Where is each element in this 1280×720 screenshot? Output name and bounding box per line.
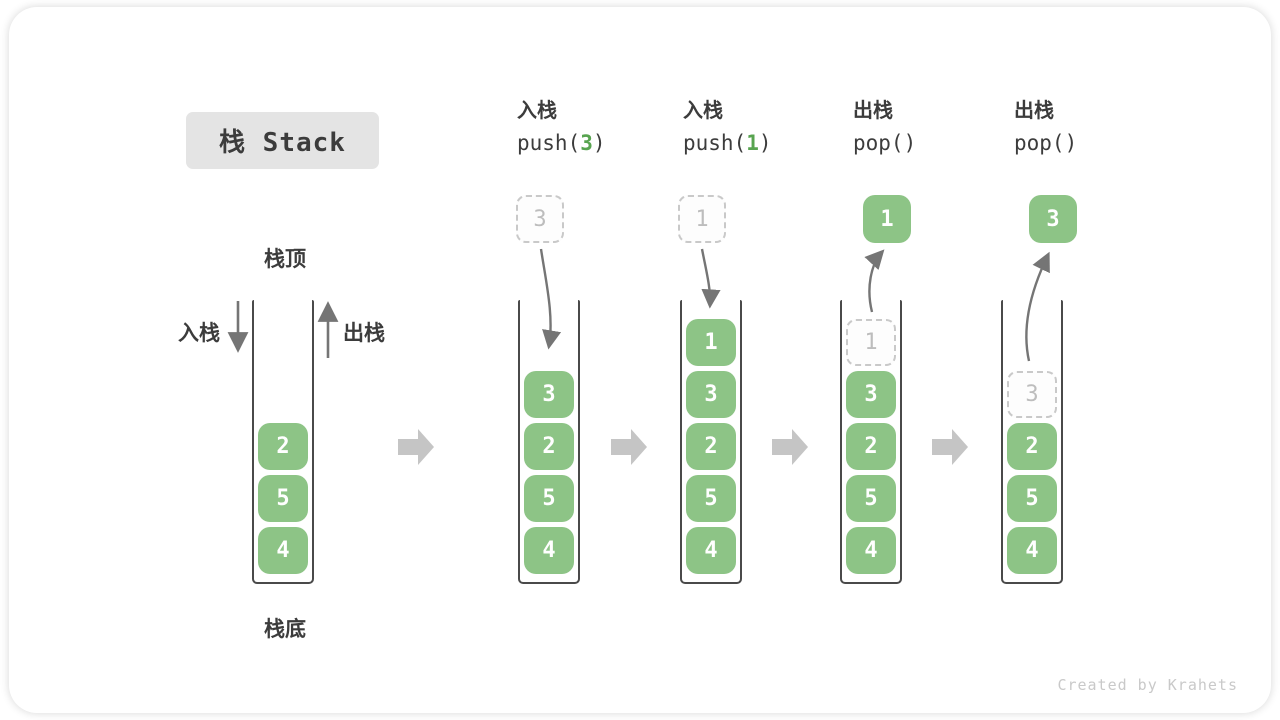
stack-item: 2 <box>1007 423 1057 470</box>
stack-item: 3 <box>524 371 574 418</box>
stack-item: 5 <box>258 475 308 522</box>
transition-arrow-icon <box>772 429 808 465</box>
popped-item: 1 <box>863 195 911 243</box>
stack-item-popped-ghost: 1 <box>846 319 896 366</box>
stack-item: 1 <box>686 319 736 366</box>
diagram-title: 栈 Stack <box>186 112 379 169</box>
stack-item: 3 <box>686 371 736 418</box>
stack-item: 5 <box>524 475 574 522</box>
stack-item: 5 <box>1007 475 1057 522</box>
stack-item: 3 <box>846 371 896 418</box>
stack-item: 2 <box>686 423 736 470</box>
stack-item: 4 <box>846 527 896 574</box>
code-text: ) <box>758 131 772 155</box>
code-text: ) <box>592 131 606 155</box>
stack-container-after-push-3 <box>518 300 580 584</box>
stack-item: 5 <box>686 475 736 522</box>
stack-top-label: 栈顶 <box>264 248 306 271</box>
stack-item: 2 <box>846 423 896 470</box>
operation-code: pop() <box>1014 126 1077 160</box>
transition-arrow-icon <box>932 429 968 465</box>
stack-item: 4 <box>1007 527 1057 574</box>
stack-bottom-label: 栈底 <box>264 618 306 641</box>
stack-item: 2 <box>524 423 574 470</box>
stack-item: 4 <box>686 527 736 574</box>
pop-side-label: 出栈 <box>343 322 385 345</box>
incoming-item: 1 <box>678 195 726 243</box>
operation-name: 入栈 <box>683 100 723 122</box>
stack-item: 4 <box>258 527 308 574</box>
operation-code: push(3) <box>517 126 606 160</box>
stack-container-after-push-1 <box>680 300 742 584</box>
push-side-label: 入栈 <box>178 322 220 345</box>
code-text: push( <box>683 131 747 155</box>
push-1-arrow <box>700 248 721 309</box>
code-text: push( <box>517 131 581 155</box>
stack-container-after-pop-1 <box>840 300 902 584</box>
code-text: pop() <box>1014 131 1078 155</box>
stack-item: 4 <box>524 527 574 574</box>
stack-item: 5 <box>846 475 896 522</box>
transition-arrow-icon <box>611 429 647 465</box>
transition-arrow-icon <box>398 429 434 465</box>
code-argument: 3 <box>580 131 593 155</box>
operation-label: 入栈 push(1) <box>683 96 772 160</box>
incoming-item: 3 <box>516 195 564 243</box>
operation-code: pop() <box>853 126 916 160</box>
credit-text: Created by Krahets <box>1057 676 1238 694</box>
operation-name: 出栈 <box>1014 100 1054 122</box>
operation-code: push(1) <box>683 126 772 160</box>
stack-container-after-pop-3 <box>1001 300 1063 584</box>
code-text: pop() <box>853 131 917 155</box>
operation-label: 出栈 pop() <box>853 96 916 160</box>
popped-item: 3 <box>1029 195 1077 243</box>
operation-label: 出栈 pop() <box>1014 96 1077 160</box>
stack-container-initial-stack <box>252 300 314 584</box>
code-argument: 1 <box>746 131 759 155</box>
stack-item: 2 <box>258 423 308 470</box>
stack-item-popped-ghost: 3 <box>1007 371 1057 418</box>
operation-name: 入栈 <box>517 100 557 122</box>
operation-label: 入栈 push(3) <box>517 96 606 160</box>
operation-name: 出栈 <box>853 100 893 122</box>
